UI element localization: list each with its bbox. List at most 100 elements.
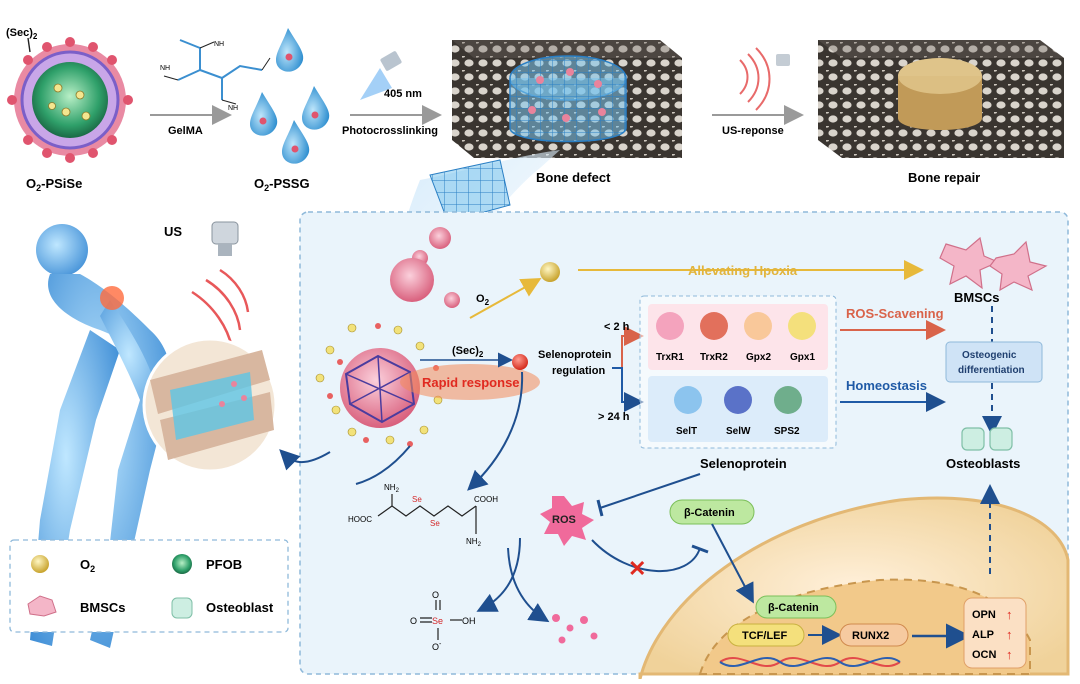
us-response-label: US-reponse: [722, 125, 784, 137]
ultrasound-waves-main: [191, 268, 250, 349]
bone-zoom-inset: [142, 337, 278, 473]
chem-nh2-b: NH2: [466, 537, 482, 548]
chem-o-left: O: [410, 616, 417, 626]
rapid-response-glow: [400, 364, 540, 400]
osteoblast-cells: [961, 427, 1013, 451]
marker-opn: OPN: [972, 609, 996, 621]
blocked-cross-icon: ✕: [628, 556, 646, 581]
alleviating-hypoxia-label: Allevating Hpoxia: [688, 263, 798, 278]
hydrogel-fragment: [429, 159, 511, 223]
o2-pssg-label: O2-PSSG: [254, 176, 310, 193]
chem-se-2: Se: [430, 519, 440, 528]
svg-text:↑: ↑: [1006, 627, 1013, 642]
gelma-nh-3: NH: [228, 105, 238, 112]
gelma-structure: [163, 39, 271, 105]
legend-bmscs-label: BMSCs: [80, 600, 126, 615]
ros-scavening-label: ROS-Scavening: [846, 306, 944, 321]
ultrasound-waves-top: [739, 47, 790, 111]
osteoblasts-label: Osteoblasts: [946, 456, 1020, 471]
selenoprotein-regulation-label-1: Selenoprotein: [538, 349, 612, 361]
bmscs-cells: [939, 236, 1048, 292]
chem-o-bottom: O-: [432, 641, 442, 652]
released-particles: [390, 227, 460, 308]
ros-label: ROS: [552, 514, 576, 526]
catenin-translocation-arrow: [711, 523, 754, 604]
sec2-label-main: (Sec)2: [452, 345, 484, 359]
ros-inhibit-bar: [596, 499, 604, 517]
protein-selw: SelW: [726, 426, 751, 437]
us-probe-icon: [211, 221, 239, 256]
fast-protein-blobs: [656, 312, 816, 340]
selenocystine-structure: [377, 494, 477, 534]
marker-ocn: OCN: [972, 649, 997, 661]
markers-box: [963, 597, 1027, 669]
bone-defect-block: [452, 40, 682, 158]
selenoprotein-regulation-label-2: regulation: [552, 365, 605, 377]
sec2-label-top: (Sec)2: [6, 27, 38, 41]
sec2-sphere: [512, 354, 528, 370]
gt-24h-label: > 24 h: [598, 411, 630, 423]
lt-2h-label: < 2 h: [604, 321, 630, 333]
chem-o-top: O: [432, 590, 439, 600]
selenoprotein-label: Selenoprotein: [700, 456, 787, 471]
chem-cooh: COOH: [474, 495, 498, 504]
o2-psise-label: O2-PSiSe: [26, 176, 82, 193]
bone-repair-block: [818, 40, 1064, 158]
gelma-nh-1: NH: [214, 41, 224, 48]
tcf-lef-pill: [727, 623, 805, 647]
gelma-nh-2: NH: [160, 65, 170, 72]
405nm-label: 405 nm: [384, 88, 422, 100]
protein-trxr1: TrxR1: [656, 352, 684, 363]
svg-text:↑: ↑: [1006, 647, 1013, 662]
return-to-body-arrow: [279, 449, 331, 471]
photocrosslinking-label: Photocrosslinking: [342, 125, 438, 137]
legend-box: [9, 539, 289, 633]
rapid-response-label: Rapid response: [422, 375, 520, 390]
legend-osteoblast-label: Osteoblast: [206, 600, 274, 615]
o2-psise-particle: [7, 37, 133, 163]
chem-nh2-a: NH2: [384, 483, 400, 494]
o2-sphere: [540, 262, 560, 282]
chem-se-1: Se: [412, 495, 422, 504]
homeostasis-label: Homeostasis: [846, 378, 927, 393]
up-arrow-icons: ↑ ↑ ↑: [1006, 607, 1013, 662]
central-particle: [315, 323, 443, 447]
long-time-arrow: [612, 367, 644, 412]
particle-return-arrow: [355, 445, 411, 485]
o2-arrow: [469, 278, 542, 319]
dna-helix: [719, 656, 901, 668]
selenite-structure: [420, 600, 462, 640]
ros-to-catenin-inhibit: [591, 539, 701, 573]
chem-hooc: HOOC: [348, 515, 372, 524]
protein-selt: SelT: [676, 426, 697, 437]
bone-repair-label: Bone repair: [908, 170, 980, 185]
legend-bmscs-icon: [27, 595, 57, 617]
tcf-lef-label: TCF/LEF: [742, 630, 787, 642]
catenin-inhibit-bar: [691, 544, 709, 554]
svg-text:↑: ↑: [1006, 607, 1013, 622]
to-ros-fragments-arrow: [507, 547, 550, 623]
osteogenic-label-1: Osteogenic: [962, 350, 1017, 361]
bmscs-label: BMSCs: [954, 290, 1000, 305]
us-label: US: [164, 224, 182, 239]
legend-pfob-icon: [172, 554, 192, 574]
chem-oh: OH: [462, 616, 476, 626]
ros-burst: [540, 496, 594, 546]
marker-alp: ALP: [972, 629, 994, 641]
gelma-label: GelMA: [168, 125, 203, 137]
protein-sps2: SPS2: [774, 426, 800, 437]
bone-defect-label: Bone defect: [536, 170, 611, 185]
light-source-icon: [360, 51, 402, 100]
sec2-decomposition-arrow: [467, 371, 524, 491]
protein-trxr2: TrxR2: [700, 352, 728, 363]
fast-protein-group: [648, 304, 828, 370]
slow-protein-blobs: [674, 386, 802, 414]
legend-o2-label: O2: [80, 557, 95, 574]
beta-catenin-nuclear-pill: [755, 595, 837, 619]
ros-fragments: [552, 614, 598, 644]
legend-o2-icon: [31, 555, 49, 573]
osteogenic-label-2: differentiation: [958, 365, 1025, 376]
chem-se-mid: Se: [432, 616, 443, 626]
